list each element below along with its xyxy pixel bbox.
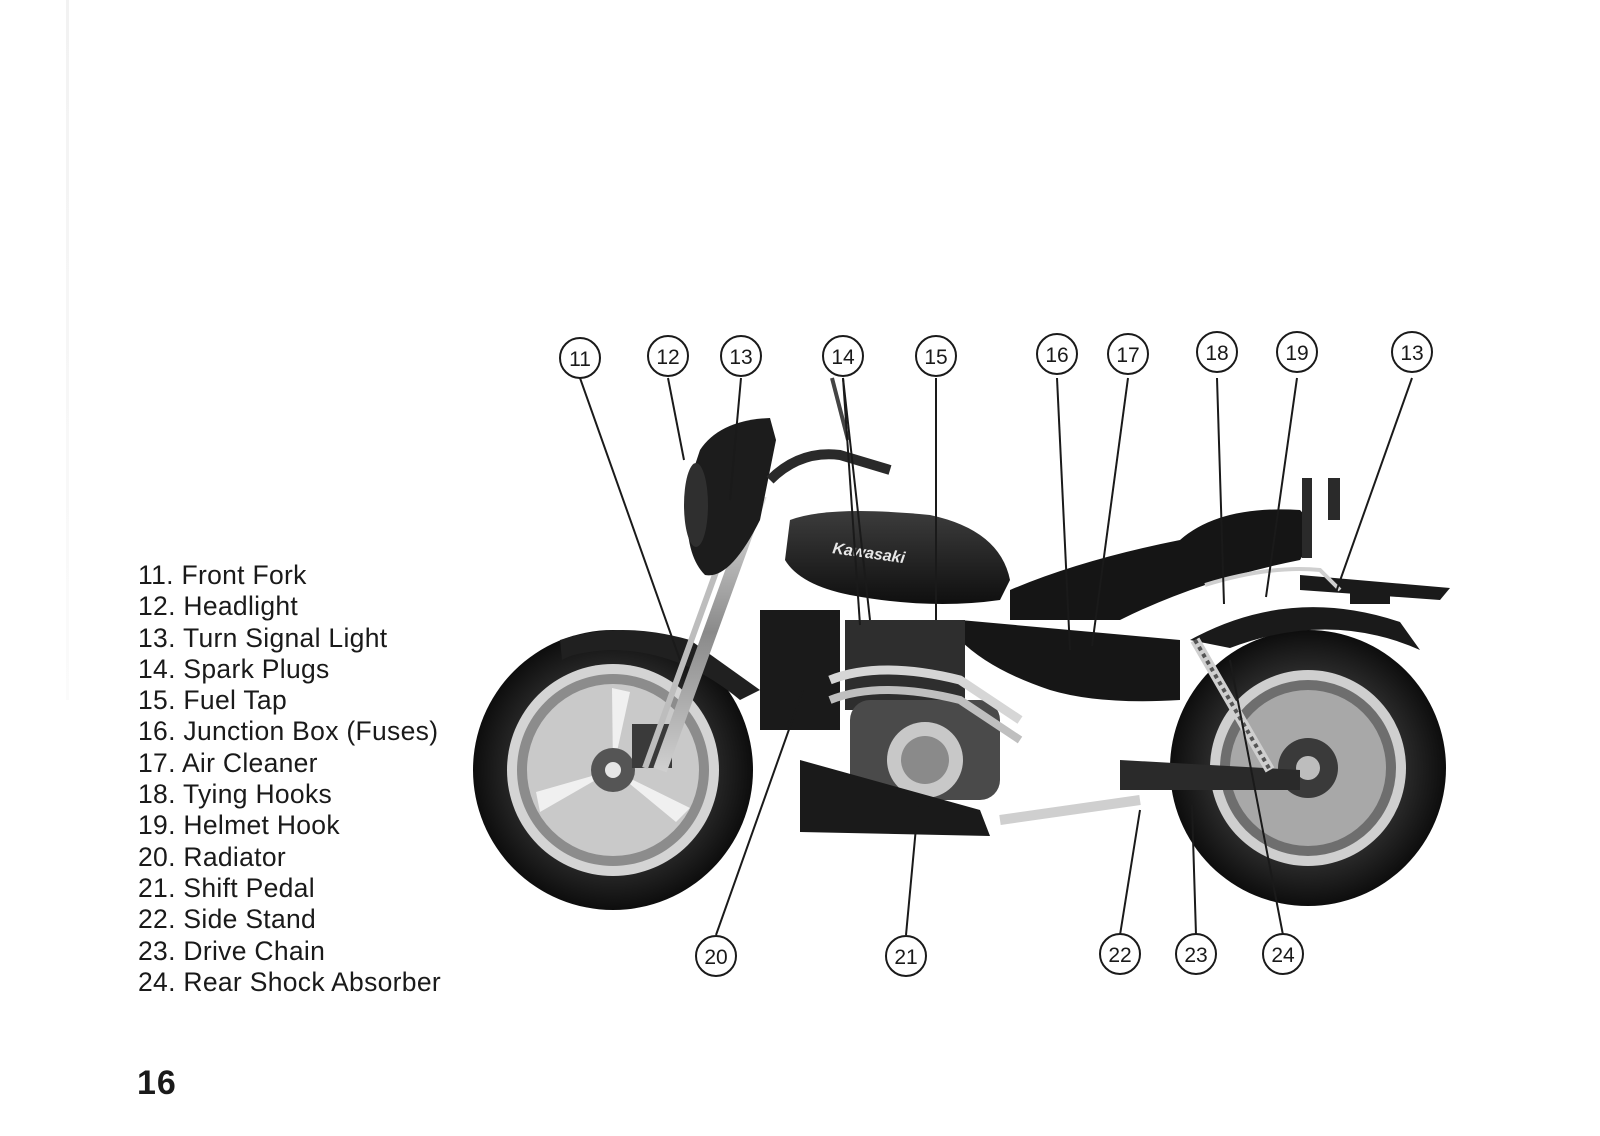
handlebars — [766, 449, 892, 484]
svg-text:15: 15 — [924, 346, 947, 369]
legend-item: 24. Rear Shock Absorber — [138, 966, 442, 997]
svg-text:13: 13 — [729, 346, 752, 369]
svg-text:16: 16 — [1045, 344, 1068, 367]
svg-text:20: 20 — [704, 946, 727, 969]
page-number: 16 — [137, 1064, 177, 1102]
callout-19: 19 — [1276, 331, 1318, 373]
legend-item: 21. Shift Pedal — [138, 872, 315, 903]
legend-item: 22. Side Stand — [138, 904, 317, 935]
legend-item: 17. Air Cleaner — [138, 747, 318, 778]
svg-text:14: 14 — [831, 346, 855, 369]
callout-12: 12 — [647, 335, 689, 377]
callout-14: 14 — [822, 335, 864, 377]
legend-item: 14. Spark Plugs — [138, 653, 330, 684]
fuel-tank — [785, 511, 1010, 604]
radiator-body — [760, 610, 840, 730]
legend-item: 23. Drive Chain — [138, 935, 326, 966]
legend-item: 13. Turn Signal Light — [138, 622, 388, 653]
svg-text:21: 21 — [894, 946, 917, 969]
rear-grab-rail — [1204, 478, 1450, 604]
svg-text:17: 17 — [1116, 344, 1139, 367]
svg-text:19: 19 — [1285, 342, 1308, 365]
callout-13-rear: 13 — [1391, 331, 1433, 373]
legend-item: 18. Tying Hooks — [138, 779, 333, 810]
callout-11: 11 — [559, 337, 601, 379]
legend-item: 11. Front Fork — [138, 560, 307, 590]
callout-24: 24 — [1262, 933, 1304, 975]
front-fender — [560, 630, 760, 700]
callout-17: 17 — [1107, 333, 1149, 375]
exhaust-pipes — [828, 665, 1141, 825]
parts-legend: 11. Front Fork 12. Headlight 13. Turn Si… — [138, 560, 441, 998]
rear-wheel — [1170, 630, 1446, 906]
legend-item: 20. Radiator — [138, 841, 286, 872]
callout-13: 13 — [720, 335, 762, 377]
callout-23: 23 — [1175, 933, 1217, 975]
callout-20: 20 — [695, 935, 737, 977]
svg-text:12: 12 — [656, 346, 679, 369]
callout-15: 15 — [915, 335, 957, 377]
svg-text:11: 11 — [569, 348, 591, 371]
rear-fender — [1190, 607, 1420, 650]
svg-text:22: 22 — [1108, 944, 1131, 967]
lower-cowl — [800, 760, 990, 836]
svg-text:13: 13 — [1400, 342, 1423, 365]
legend-item: 19. Helmet Hook — [138, 810, 340, 841]
leader-lines — [579, 377, 1413, 936]
page-binding-edge — [66, 0, 69, 700]
legend-item: 16. Junction Box (Fuses) — [138, 716, 439, 747]
legend-item: 12. Headlight — [138, 591, 299, 622]
svg-text:23: 23 — [1184, 944, 1207, 967]
callout-21: 21 — [885, 935, 927, 977]
side-cover — [960, 620, 1180, 702]
callout-22: 22 — [1099, 933, 1141, 975]
callout-16: 16 — [1036, 333, 1078, 375]
swingarm — [1120, 637, 1300, 790]
legend-item: 15. Fuel Tap — [138, 685, 287, 716]
svg-text:24: 24 — [1271, 944, 1295, 967]
seat — [1010, 509, 1310, 620]
callout-18: 18 — [1196, 331, 1238, 373]
svg-text:18: 18 — [1205, 342, 1228, 365]
headlight-cowl — [687, 418, 776, 576]
